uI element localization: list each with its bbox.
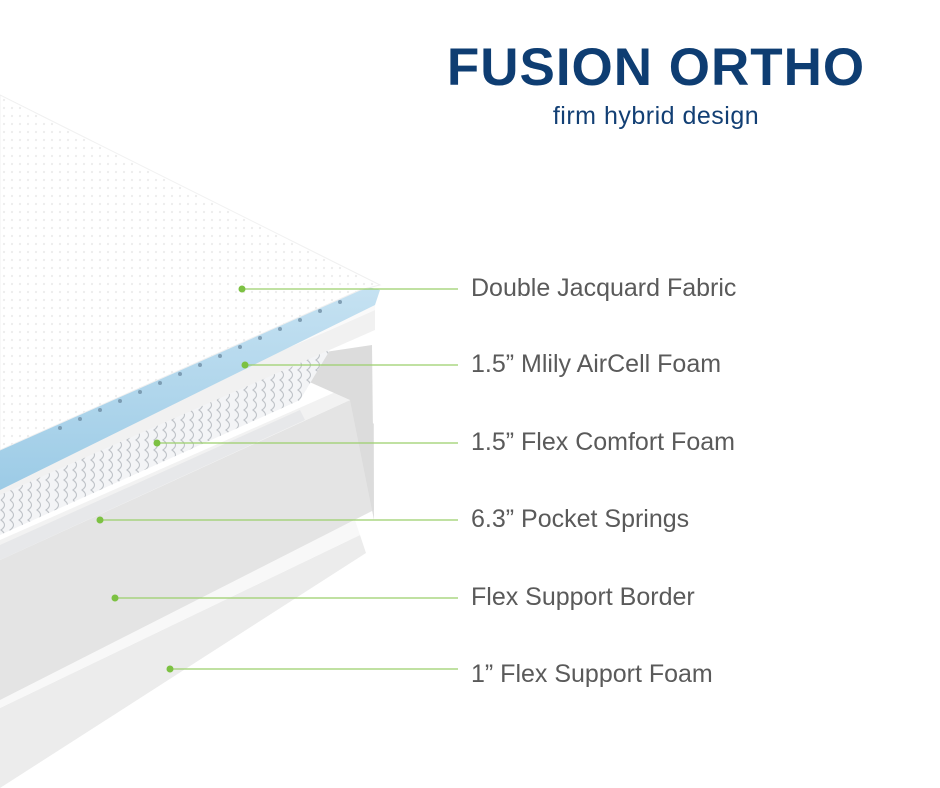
leader-dot-springs (96, 516, 104, 524)
layer-label-support-border: Flex Support Border (471, 583, 695, 611)
layer-label-fabric: Double Jacquard Fabric (471, 274, 737, 302)
jacquard-cover-top (0, 94, 382, 451)
leader-dot-support-foam (166, 665, 174, 673)
product-subtitle: firm hybrid design (552, 102, 760, 130)
product-title: FUSION ORTHO (446, 38, 866, 97)
aircell-gel-foam-layer (0, 285, 380, 490)
layer-label-pocket-springs: 6.3” Pocket Springs (471, 505, 690, 533)
layer-label-support-foam: 1” Flex Support Foam (471, 660, 713, 688)
layer-label-aircell-foam: 1.5” Mlily AirCell Foam (471, 350, 722, 378)
layer-label-comfort-foam: 1.5” Flex Comfort Foam (471, 428, 735, 456)
leader-dot-comfort (153, 439, 161, 447)
leader-dot-border (111, 594, 119, 602)
leader-dot-fabric (238, 285, 246, 293)
leader-dot-aircell (241, 361, 249, 369)
leader-lines (96, 285, 458, 673)
